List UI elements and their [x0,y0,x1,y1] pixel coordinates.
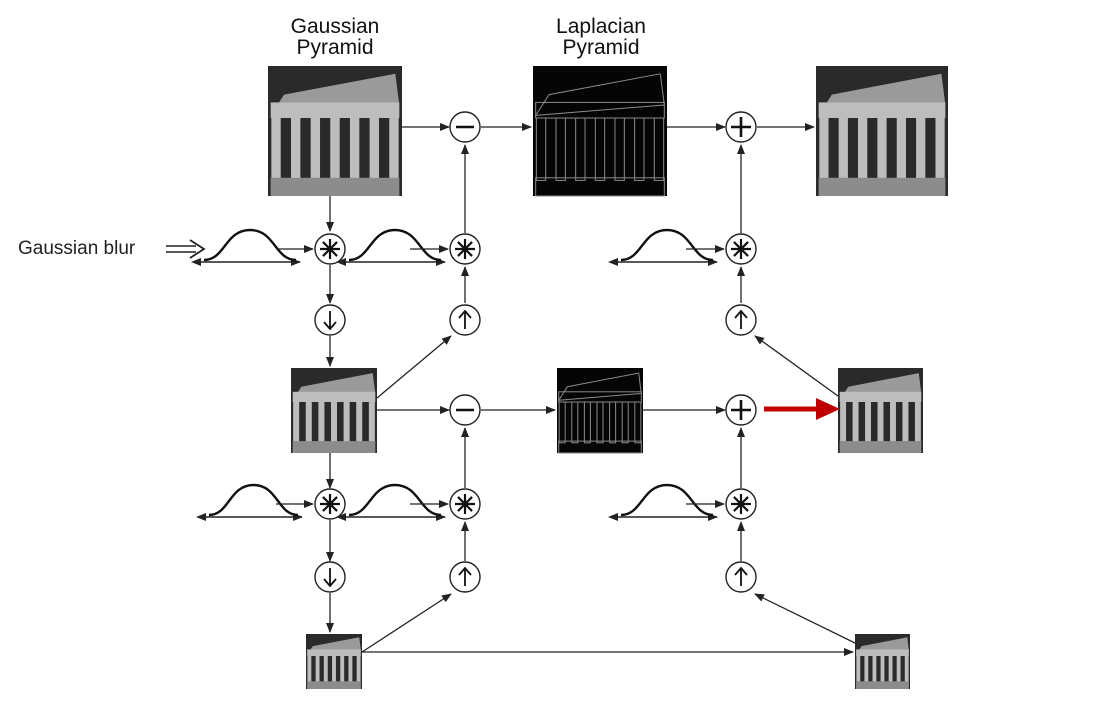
laplacian-header-line2: Pyramid [562,36,640,59]
rup0-op [725,304,757,336]
blur1-convolve-op [314,488,346,520]
up0-op [449,304,481,336]
up1-op [449,561,481,593]
rup1-op [725,561,757,593]
rup1-convolve-op [725,488,757,520]
highlight-red-arrow [764,398,840,420]
laplacian-header-line1: Laplacian [556,15,646,38]
laplacian-pyramid-header: Laplacian Pyramid [536,16,666,58]
kernel-rup1 [608,483,718,521]
kernel-up1 [336,483,446,521]
reconstruction-level1-image [838,368,923,453]
blur0-convolve-op [314,233,346,265]
gaussian-header-line1: Gaussian [290,15,380,38]
down0-op [314,304,346,336]
laplacian-level0-image [533,66,667,197]
kernel-blur1 [196,483,303,521]
add1-op [725,394,757,426]
down1-op [314,561,346,593]
up0-convolve-op [449,233,481,265]
add0-op [725,111,757,143]
subtract1-op [449,394,481,426]
r1-to-rup0 [754,335,839,397]
reconstruction-level0-image [816,66,948,196]
gaussian-blur-label: Gaussian blur [18,238,136,259]
r2-to-rup1 [754,593,858,645]
reconstruction-level2-image [855,634,910,689]
gaussian-level2-image [306,634,362,689]
gaussian-blur-hollow-arrow [166,239,206,259]
kernel-rup0 [608,228,718,266]
gaussian-level1-image [291,368,377,453]
g1-to-up0 [376,335,452,399]
g2-to-up1 [361,593,452,653]
up1-convolve-op [449,488,481,520]
gaussian-header-line2: Pyramid [296,36,374,59]
kernel-blur0 [191,228,301,266]
laplacian-level1-image [557,368,643,454]
gaussian-level0-image [268,66,402,196]
gaussian-pyramid-header: Gaussian Pyramid [270,16,400,58]
subtract0-op [449,111,481,143]
rup0-convolve-op [725,233,757,265]
kernel-up0 [336,228,446,266]
